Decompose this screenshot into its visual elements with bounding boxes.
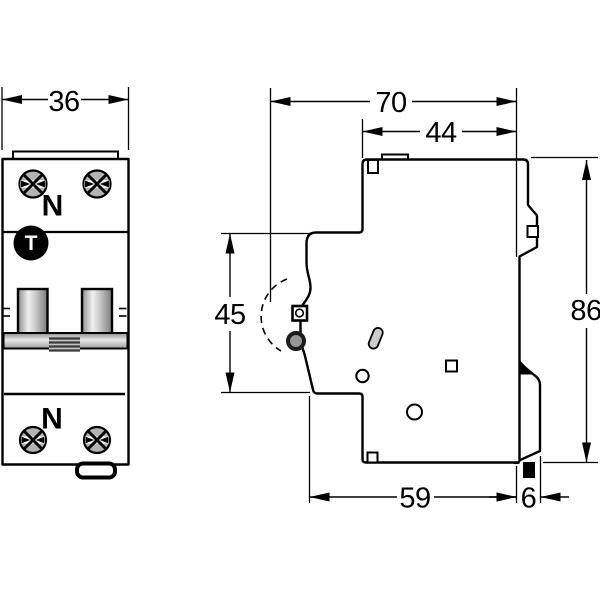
bottom-rail-clip	[75, 461, 117, 480]
side-view: 70 44 45 86	[214, 87, 600, 515]
test-button[interactable]: T	[13, 225, 49, 261]
toggle-lever-left[interactable]	[16, 287, 49, 335]
din-clip-spring	[519, 360, 534, 375]
terminal-screw-icon	[82, 169, 112, 199]
arrowhead-down-icon	[582, 442, 591, 463]
handle-knob[interactable]	[286, 331, 306, 351]
dimension-70: 70	[269, 87, 518, 302]
neutral-terminal-label-bottom: N	[41, 403, 63, 436]
side-top-notch	[367, 159, 379, 174]
handle-pivot-hole	[294, 308, 305, 318]
detail-hole-small	[355, 368, 370, 384]
dimension-value: 59	[399, 483, 430, 515]
neutral-terminal-label-top: N	[42, 190, 64, 223]
dimension-36: 36	[1, 86, 130, 150]
terminal-screw-icon	[18, 425, 48, 455]
detail-hole-large	[406, 403, 423, 421]
dimension-45: 45	[214, 232, 313, 394]
tie-bar-grip	[49, 335, 80, 352]
arrowhead-left-icon	[270, 97, 291, 106]
side-right-tab	[526, 225, 539, 238]
detail-slot	[367, 327, 384, 350]
dimension-value: 36	[48, 86, 79, 118]
dimension-value: 86	[570, 295, 600, 327]
front-view: N T N	[1, 86, 130, 480]
toggle-lever-right[interactable]	[80, 287, 114, 335]
arrowhead-up-icon	[582, 160, 591, 180]
dimension-value: 70	[375, 87, 406, 119]
dimension-44: 44	[361, 117, 517, 158]
dimension-value: 44	[425, 117, 457, 149]
dimension-86: 86	[531, 156, 600, 464]
detail-square-hole	[445, 359, 458, 373]
arrowhead-right-icon	[108, 95, 129, 104]
arrowhead-right-icon	[496, 127, 517, 136]
arrowhead-left-icon	[2, 95, 22, 104]
detail-bottom-notch	[366, 451, 379, 464]
arrowhead-up-icon	[225, 233, 235, 254]
handle-swing-arc	[260, 278, 288, 352]
arrowhead-left-icon	[362, 127, 383, 136]
arrowhead-left-icon	[540, 492, 561, 502]
arrowhead-right-icon	[496, 97, 517, 106]
dimension-value: 45	[214, 299, 245, 331]
side-body	[299, 158, 539, 464]
terminal-screw-icon	[82, 425, 112, 455]
onoff-tick-marks	[2, 307, 127, 317]
test-button-label: T	[25, 232, 38, 255]
arrowhead-left-icon	[309, 492, 330, 502]
arrowhead-right-icon	[496, 492, 517, 502]
dimension-value: 6	[521, 483, 537, 515]
arrowhead-down-icon	[225, 372, 235, 393]
terminal-screw-icon	[18, 169, 48, 199]
dimension-6: 6	[489, 456, 569, 515]
din-clip-pull-tab[interactable]	[523, 462, 535, 478]
